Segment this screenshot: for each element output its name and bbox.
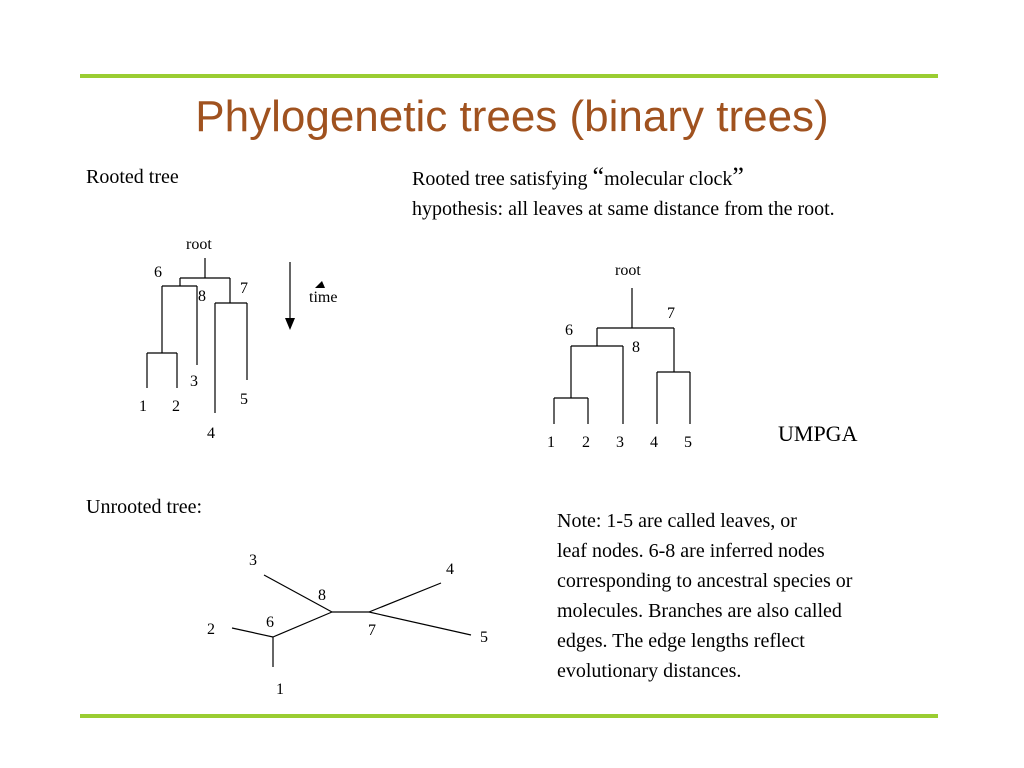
- clock-heading-term: molecular clock: [604, 168, 733, 190]
- unrooted-leaf-3-label: 3: [249, 552, 257, 569]
- unrooted-node-6-label: 6: [266, 614, 274, 631]
- clock-tree-heading: Rooted tree satisfying “molecular clock”…: [412, 162, 835, 224]
- unrooted-leaf-4-label: 4: [446, 561, 454, 578]
- time-marker: [315, 281, 325, 288]
- bottom-rule: [80, 714, 938, 718]
- clock-tree-edges: [553, 288, 691, 424]
- rooted-leaf-5-label: 5: [240, 391, 248, 408]
- unrooted-node-8-label: 8: [318, 587, 326, 604]
- unrooted-tree-heading: Unrooted tree:: [86, 496, 203, 518]
- note-line: edges. The edge lengths reflect: [557, 630, 805, 652]
- clock-root-label: root: [615, 262, 641, 279]
- unrooted-leaf-2-label: 2: [207, 621, 215, 638]
- rooted-leaf-4-label: 4: [207, 425, 215, 442]
- rooted-tree-edges: [146, 258, 248, 413]
- time-arrow: [285, 262, 295, 330]
- note-text: Note: 1-5 are called leaves, or leaf nod…: [557, 506, 852, 686]
- note-line: corresponding to ancestral species or: [557, 570, 853, 592]
- rooted-root-label: root: [186, 236, 212, 253]
- note-line: evolutionary distances.: [557, 660, 742, 682]
- note-line: Note: 1-5 are called leaves, or: [557, 510, 797, 532]
- clock-heading-prefix: Rooted tree satisfying: [412, 168, 593, 190]
- top-rule: [80, 74, 938, 78]
- clock-node-8-label: 8: [632, 339, 640, 356]
- rooted-tree-heading: Rooted tree: [86, 166, 179, 188]
- clock-leaf-3-label: 3: [616, 434, 624, 451]
- clock-heading-line2: hypothesis: all leaves at same distance …: [412, 198, 835, 220]
- umpga-label: UMPGA: [778, 421, 858, 446]
- rooted-leaf-3-label: 3: [190, 373, 198, 390]
- clock-leaf-5-label: 5: [684, 434, 692, 451]
- note-line: molecules. Branches are also called: [557, 600, 842, 622]
- clock-node-6-label: 6: [565, 322, 573, 339]
- clock-node-7-label: 7: [667, 305, 675, 322]
- clock-leaf-2-label: 2: [582, 434, 590, 451]
- clock-leaf-4-label: 4: [650, 434, 658, 451]
- rooted-leaf-1-label: 1: [139, 398, 147, 415]
- rooted-leaf-2-label: 2: [172, 398, 180, 415]
- unrooted-leaf-5-label: 5: [480, 629, 488, 646]
- unrooted-tree-edges: [231, 574, 472, 667]
- time-label: time: [309, 289, 338, 306]
- rooted-node-6-label: 6: [154, 264, 162, 281]
- unrooted-node-7-label: 7: [368, 622, 376, 639]
- note-line: leaf nodes. 6-8 are inferred nodes: [557, 540, 825, 562]
- clock-leaf-1-label: 1: [547, 434, 555, 451]
- rooted-node-8-label: 8: [198, 288, 206, 305]
- slide-title: Phylogenetic trees (binary trees): [195, 92, 829, 141]
- clock-heading-open-quote: “: [592, 162, 605, 191]
- clock-heading-close-quote: ”: [732, 162, 744, 191]
- rooted-node-7-label: 7: [240, 280, 248, 297]
- unrooted-leaf-1-label: 1: [276, 681, 284, 698]
